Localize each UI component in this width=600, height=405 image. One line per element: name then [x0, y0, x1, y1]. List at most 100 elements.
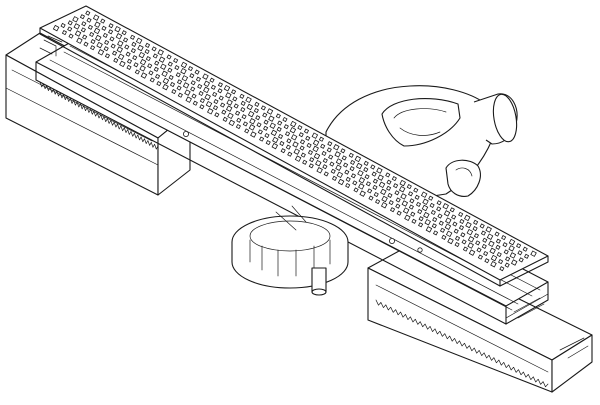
grate-hole [373, 191, 379, 198]
grate-hole [198, 90, 204, 97]
grate-hole [279, 140, 285, 147]
grate-hole [140, 72, 148, 79]
grate-hole [207, 108, 214, 115]
grate-hole [153, 66, 159, 72]
grate-hole [393, 183, 399, 189]
right-foam-block [367, 244, 593, 393]
grate-hole [398, 185, 406, 193]
grate-hole [158, 56, 166, 63]
grate-hole [359, 190, 366, 197]
grate-hole [259, 136, 265, 142]
grate-hole [276, 126, 282, 132]
grate-hole [357, 169, 364, 177]
grate-hole [299, 145, 305, 151]
grate-hole [503, 249, 509, 255]
grate-hole [381, 195, 388, 203]
grate-hole [473, 219, 479, 225]
grate-hole [269, 122, 276, 129]
grate-hole [244, 128, 250, 134]
grate-hole [345, 176, 351, 182]
grate-hole [475, 240, 481, 246]
grate-hole [326, 147, 332, 153]
grate-hole [223, 84, 231, 92]
grate-hole [498, 259, 504, 265]
grate-hole [68, 33, 74, 39]
grate-hole [181, 75, 189, 82]
grate-hole [430, 209, 436, 216]
grate-hole [104, 39, 110, 46]
grate-hole [108, 29, 114, 35]
grate-hole [477, 254, 483, 260]
grate-hole [358, 177, 366, 184]
grate-hole [352, 180, 358, 186]
grate-hole [385, 172, 391, 178]
grate-hole [355, 162, 363, 170]
grate-hole [81, 21, 87, 27]
grate-hole [432, 230, 439, 236]
grate-hole [249, 118, 256, 125]
grate-hole [117, 40, 124, 47]
grate-hole [185, 96, 192, 103]
grate-hole [484, 258, 490, 264]
grate-hole [113, 57, 119, 63]
grate-hole [154, 60, 160, 66]
grate-hole [499, 266, 505, 272]
grate-hole [108, 23, 114, 29]
grate-hole [234, 110, 241, 116]
grate-hole [418, 222, 424, 228]
grate-hole [488, 240, 495, 248]
grate-hole [423, 211, 430, 219]
grate-hole [287, 151, 293, 157]
grate-hole [516, 243, 522, 249]
grate-hole [256, 122, 262, 128]
grate-hole [232, 96, 238, 102]
grate-perforations [52, 10, 537, 272]
grate-hole [510, 259, 518, 266]
grate-hole [414, 194, 420, 200]
grate-hole [391, 176, 397, 182]
grate-hole [213, 99, 219, 105]
grate-hole [322, 164, 328, 170]
grate-hole [145, 56, 151, 62]
grate-hole [372, 184, 378, 190]
serrated-edges [39, 81, 549, 388]
grate-hole [203, 86, 210, 94]
grate-hole [286, 138, 292, 144]
grate-hole [166, 54, 172, 60]
grate-hole [380, 201, 388, 209]
grate-hole [132, 55, 138, 61]
grate-hole [327, 141, 333, 147]
grate-hole [494, 231, 500, 237]
grate-hole [254, 101, 260, 107]
grate-hole [151, 46, 157, 52]
grate-hole [530, 250, 537, 257]
grate-hole [109, 36, 115, 42]
grate-hole [52, 24, 60, 32]
grate-hole [472, 226, 478, 232]
grate-hole [368, 195, 374, 201]
grate-hole [302, 159, 308, 165]
grate-hole [149, 77, 155, 83]
grate-hole [449, 207, 455, 213]
grate-hole [152, 53, 158, 59]
grate-hole [220, 102, 226, 108]
grate-hole [134, 69, 140, 75]
grate-hole [173, 57, 179, 64]
grate-hole [501, 235, 507, 241]
grate-hole [204, 93, 211, 101]
grate-hole [340, 148, 346, 154]
grate-hole [476, 247, 482, 253]
grate-hole [162, 83, 169, 91]
grate-hole [236, 117, 242, 123]
grate-hole [315, 159, 322, 167]
grate-hole [425, 226, 433, 233]
grate-hole [176, 85, 182, 91]
grate-hole [377, 174, 384, 181]
grate-hole [495, 238, 501, 244]
grate-hole [321, 150, 327, 157]
grate-hole [87, 24, 93, 30]
grate-hole [263, 119, 269, 125]
grate-hole [442, 203, 449, 210]
grate-hole [504, 262, 510, 268]
grate-hole [262, 112, 268, 118]
